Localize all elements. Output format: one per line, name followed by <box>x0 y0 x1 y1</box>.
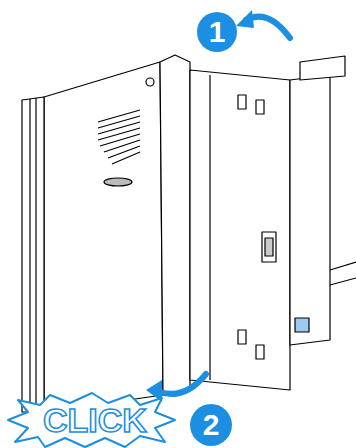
vent-lines <box>98 110 140 164</box>
tab <box>256 100 264 114</box>
rail-line <box>35 98 36 412</box>
hinge-strip <box>160 55 190 396</box>
tab <box>238 95 246 109</box>
edge-line <box>209 75 210 380</box>
tab <box>238 330 246 344</box>
step-number: 1 <box>197 12 237 52</box>
cable <box>330 262 356 270</box>
door-rail <box>22 97 44 412</box>
step-circle <box>197 12 237 52</box>
tab <box>256 345 264 359</box>
release-tab <box>295 318 309 332</box>
door-face <box>44 62 163 412</box>
rail-line <box>29 99 30 412</box>
connector-pin <box>265 238 273 256</box>
arrow-head <box>236 10 254 28</box>
cable <box>330 278 356 285</box>
screw <box>146 78 154 86</box>
step-circle <box>190 404 232 446</box>
click-text: CLICK <box>12 400 178 440</box>
device-top <box>300 56 345 80</box>
device-side <box>290 75 330 345</box>
step-arrows <box>146 10 290 402</box>
device-body <box>160 55 356 396</box>
connector-slot <box>262 232 276 262</box>
step-number: 2 <box>190 404 232 446</box>
door-panel <box>22 62 163 412</box>
motion-arrow <box>160 374 206 394</box>
latch-slot <box>104 178 132 186</box>
device-front <box>190 70 290 390</box>
